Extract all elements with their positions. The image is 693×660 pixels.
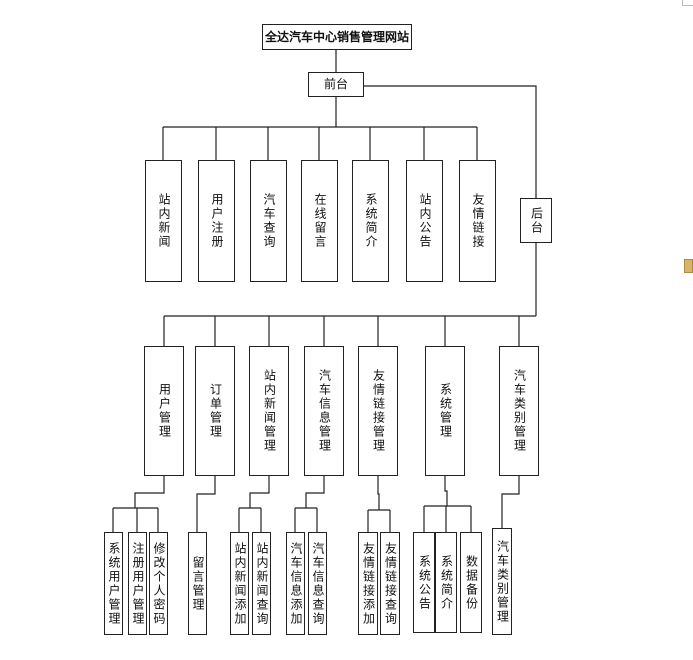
front-module-car-search: 汽车查询 bbox=[250, 160, 287, 282]
frontend-label: 前台 bbox=[323, 77, 348, 91]
backend-node: 后台 bbox=[520, 198, 552, 243]
leaf-message-mgmt: 留言管理 bbox=[188, 532, 207, 635]
root-label: 全达汽车中心销售管理网站 bbox=[264, 29, 409, 44]
edge-tab-marker bbox=[684, 259, 693, 273]
leaf-links-add: 友情链接添加 bbox=[358, 532, 378, 635]
backend-label: 后台 bbox=[529, 206, 544, 235]
back-module-order-mgmt: 订单管理 bbox=[195, 346, 235, 476]
back-module-news-mgmt: 站内新闻管理 bbox=[249, 346, 289, 476]
root-node: 全达汽车中心销售管理网站 bbox=[262, 24, 412, 50]
back-module-car-category-mgmt: 汽车类别管理 bbox=[499, 346, 539, 476]
leaf-car-info-add: 汽车信息添加 bbox=[286, 532, 305, 635]
front-module-notice: 站内公告 bbox=[406, 160, 443, 282]
leaf-system-notice: 系统公告 bbox=[413, 532, 435, 633]
front-module-about: 系统简介 bbox=[352, 160, 389, 282]
front-module-register: 用户注册 bbox=[198, 160, 235, 282]
leaf-registered-user-mgmt: 注册用户管理 bbox=[128, 532, 147, 635]
leaf-news-query: 站内新闻查询 bbox=[252, 532, 271, 635]
front-module-guestbook: 在线留言 bbox=[301, 160, 338, 282]
leaf-news-add: 站内新闻添加 bbox=[230, 532, 249, 635]
back-module-links-mgmt: 友情链接管理 bbox=[358, 346, 398, 476]
back-module-car-info-mgmt: 汽车信息管理 bbox=[304, 346, 344, 476]
back-module-system-mgmt: 系统管理 bbox=[425, 346, 465, 476]
leaf-system-user-mgmt: 系统用户管理 bbox=[104, 532, 123, 635]
back-module-user-mgmt: 用户管理 bbox=[144, 346, 184, 476]
leaf-car-category-mgmt: 汽车类别管理 bbox=[492, 528, 512, 635]
leaf-system-about: 系统简介 bbox=[435, 532, 457, 633]
leaf-change-password: 修改个人密码 bbox=[149, 532, 168, 635]
leaf-data-backup: 数据备份 bbox=[460, 532, 482, 633]
leaf-car-info-query: 汽车信息查询 bbox=[308, 532, 327, 635]
edge-crop-mark bbox=[682, 0, 693, 6]
front-module-links: 友情链接 bbox=[459, 160, 496, 282]
leaf-links-query: 友情链接查询 bbox=[380, 532, 400, 635]
front-module-news: 站内新闻 bbox=[145, 160, 182, 282]
frontend-node: 前台 bbox=[308, 72, 364, 97]
